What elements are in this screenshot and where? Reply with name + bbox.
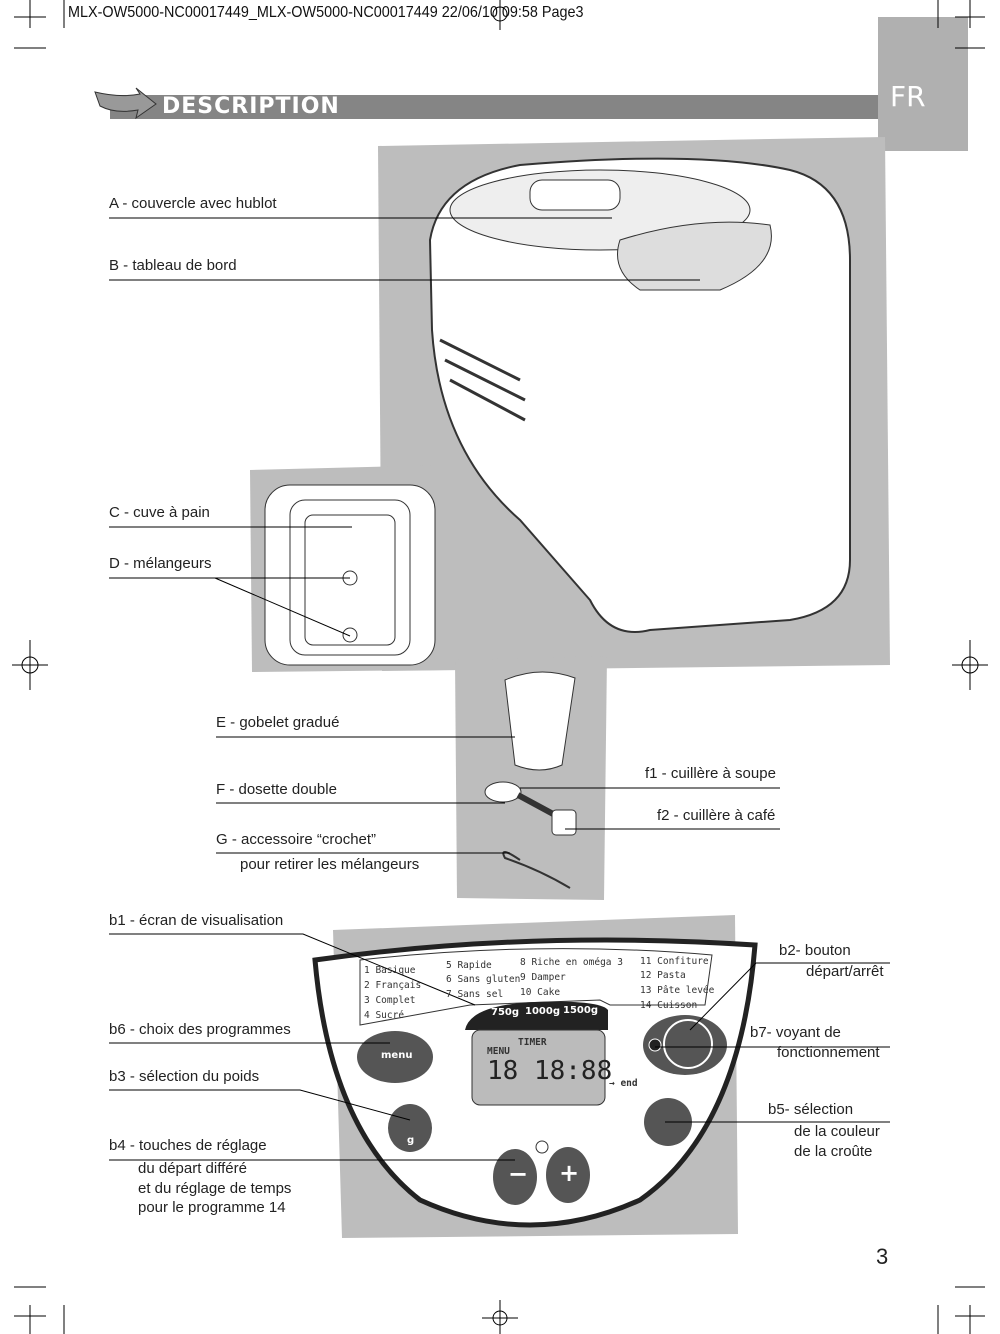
weight-button-label: g (407, 1135, 415, 1146)
program-13: 13 Pâte levée (640, 985, 715, 996)
program-12: 12 Pasta (640, 970, 686, 981)
print-slug: MLX-OW5000-NC00017449_MLX-OW5000-NC00017… (68, 4, 584, 21)
label-a: A - couvercle avec hublot (109, 195, 277, 212)
section-title: DESCRIPTION (162, 94, 340, 119)
label-f: F - dosette double (216, 781, 337, 798)
program-8: 8 Riche en oméga 3 (520, 957, 623, 968)
label-b6: b6 - choix des programmes (109, 1021, 291, 1038)
display-timer: TIMER (518, 1037, 547, 1048)
label-g-2: pour retirer les mélangeurs (240, 856, 420, 873)
arrow-icon (94, 87, 157, 120)
minus-label: − (508, 1160, 529, 1188)
weight-750: 750g (491, 1007, 520, 1018)
label-b1: b1 - écran de visualisation (109, 912, 284, 929)
label-b5: b5- sélection (768, 1101, 854, 1118)
plus-label: + (559, 1159, 580, 1187)
display-digits: 18 18:88 (487, 1056, 613, 1086)
label-b7: b7- voyant de (750, 1024, 841, 1041)
weight-button (388, 1104, 432, 1152)
label-c: C - cuve à pain (109, 504, 210, 521)
label-b2-2: départ/arrêt (806, 963, 884, 980)
label-g: G - accessoire “crochet” (216, 831, 377, 848)
program-4: 4 Sucré (364, 1010, 405, 1021)
language-tab (878, 17, 968, 151)
display-menu: MENU (487, 1046, 510, 1057)
program-1: 1 Basique (364, 965, 416, 976)
label-b2: b2- bouton (779, 942, 851, 959)
label-b4: b4 - touches de réglage (109, 1137, 267, 1154)
minus-button (493, 1149, 537, 1205)
program-14: 14 Cuisson (640, 1000, 698, 1011)
bread-machine-illustration (428, 157, 851, 633)
program-5: 5 Rapide (446, 960, 492, 971)
label-e: E - gobelet gradué (216, 714, 340, 731)
start-stop-button (663, 1019, 713, 1069)
program-11: 11 Confiture (640, 956, 709, 967)
page-number: 3 (876, 1244, 889, 1269)
label-f2: f2 - cuillère à café (657, 807, 776, 824)
label-b5-3: de la croûte (794, 1143, 873, 1160)
label-d: D - mélangeurs (109, 555, 212, 572)
program-2: 2 Français (364, 980, 422, 991)
program-10: 10 Cake (520, 987, 561, 998)
menu-button-label: menu (381, 1050, 413, 1061)
program-3: 3 Complet (364, 995, 416, 1006)
bread-pan-illustration (264, 484, 436, 666)
label-b7-2: fonctionnement (777, 1044, 880, 1061)
program-6: 6 Sans gluten (446, 974, 521, 985)
label-b: B - tableau de bord (109, 257, 237, 274)
display-end: → end (609, 1078, 638, 1089)
menu-button-shape (357, 1031, 433, 1083)
weight-1000: 1000g (525, 1006, 560, 1017)
weight-1500: 1500g (563, 1005, 598, 1016)
label-b4-2: du départ différé (138, 1160, 247, 1177)
program-9: 9 Damper (520, 972, 566, 983)
clock-icon (535, 1140, 549, 1154)
program-7: 7 Sans sel (446, 989, 504, 1000)
indicator-light (648, 1038, 662, 1052)
plus-button (546, 1147, 590, 1203)
label-b3: b3 - sélection du poids (109, 1068, 260, 1085)
label-b4-4: pour le programme 14 (138, 1199, 286, 1216)
language-tab-label: FR (890, 80, 926, 113)
label-b4-3: et du réglage de temps (138, 1180, 292, 1197)
label-b5-2: de la couleur (794, 1123, 880, 1140)
label-f1: f1 - cuillère à soupe (645, 765, 776, 782)
section-band (110, 95, 878, 119)
